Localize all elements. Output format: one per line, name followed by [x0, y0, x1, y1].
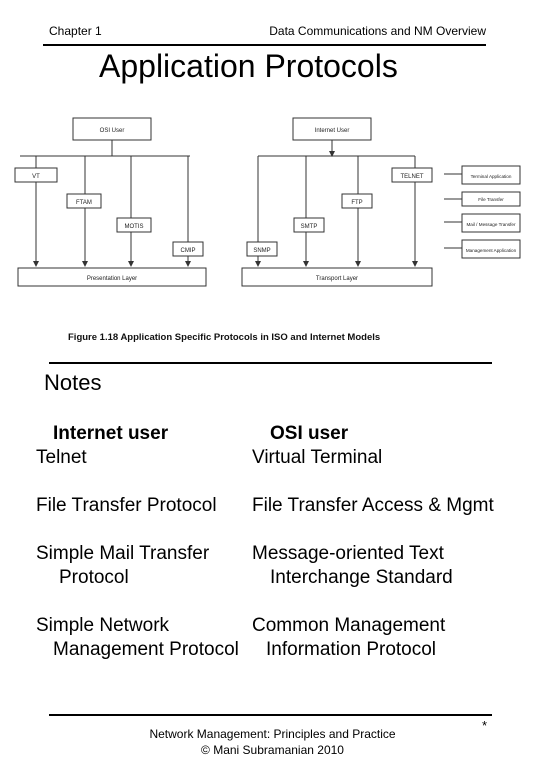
inet-proto-telnet: TELNET: [400, 174, 423, 180]
col-heading-internet: Internet user: [53, 423, 169, 444]
footer-copyright: © Mani Subramanian 2010: [201, 743, 344, 757]
notes-heading: Notes: [44, 370, 102, 395]
protocol-diagram: OSI User VT FTAM MOTIS CMIP Presentation…: [14, 117, 521, 343]
legend-management: Management Application: [466, 248, 517, 253]
footer-rule: [49, 714, 492, 716]
chapter-label: Chapter 1: [49, 24, 102, 38]
inet-proto-snmp: SNMP: [253, 248, 270, 254]
internet-protocol: File Transfer Protocol: [36, 495, 217, 516]
osi-protocol: Common Management: [252, 615, 446, 636]
osi-proto-ftam: FTAM: [76, 200, 92, 206]
inet-proto-smtp: SMTP: [301, 224, 318, 230]
osi-protocol: File Transfer Access & Mgmt: [252, 495, 494, 516]
internet-protocol: Simple Network: [36, 615, 170, 636]
osi-base-layer: Presentation Layer: [87, 276, 137, 282]
legend-mail: Mail / Message Transfer: [466, 222, 515, 227]
osi-protocol-cont: Information Protocol: [266, 639, 437, 660]
internet-user-label: Internet User: [315, 128, 350, 134]
inet-base-layer: Transport Layer: [316, 276, 358, 282]
internet-protocol: Simple Mail Transfer: [36, 543, 210, 564]
internet-protocol-cont: Management Protocol: [53, 639, 239, 660]
header-rule: [43, 44, 486, 46]
footer-text: Network Management: Principles and Pract…: [140, 726, 405, 758]
internet-protocol-cont: Protocol: [59, 567, 129, 588]
osi-user-label: OSI User: [100, 128, 125, 134]
osi-protocol: Virtual Terminal: [252, 447, 383, 468]
osi-protocol-cont: Interchange Standard: [270, 567, 453, 588]
osi-protocol: Message-oriented Text: [252, 543, 444, 564]
legend-terminal: Terminal Application: [471, 174, 512, 179]
osi-proto-vt: VT: [32, 174, 40, 180]
slide-number-mark: *: [482, 718, 488, 733]
inet-proto-ftp: FTP: [351, 200, 362, 206]
osi-proto-cmip: CMIP: [181, 248, 196, 254]
col-heading-osi: OSI user: [270, 423, 349, 444]
osi-proto-motis: MOTIS: [125, 224, 144, 230]
legend-file-transfer: File Transfer: [478, 197, 504, 202]
page-title: Application Protocols: [99, 48, 398, 84]
figure-caption: Figure 1.18 Application Specific Protoco…: [68, 332, 380, 343]
header-title: Data Communications and NM Overview: [269, 24, 486, 38]
internet-protocol: Telnet: [36, 447, 87, 468]
footer-book-title: Network Management: Principles and Pract…: [149, 727, 396, 741]
figure-rule: [49, 362, 492, 364]
